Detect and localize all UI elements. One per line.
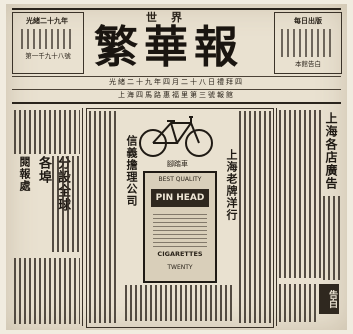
left-column-text-block-1 [14,110,80,154]
pack-header: BEST QUALITY [158,176,202,183]
masthead-left-box-top: 光緒二十九年 [26,16,68,25]
top-border [12,8,341,10]
bicycle-label: 腳踏車 [167,160,188,168]
dateline: 光緒二十九年四月二十八日禮拜四 [109,78,244,86]
left-column-heading-2: 閱報處 [18,156,31,192]
right-column-heading: 上海各店廣告 [324,112,338,190]
pack-artwork [153,213,207,247]
masthead-right-box-lines [281,29,335,57]
right-column-text-block [279,110,321,278]
pack-label: CIGARETTES [157,250,203,258]
advert-right-vertical: 上海老牌洋行 [225,149,238,221]
advert-left-vertical: 信義擔理公司 [125,135,138,207]
advert-right-text [239,111,271,323]
newspaper-page: 光緒二十九年 第一千九十八號 世界 繁華報 每日出版 本館告白 光緒二十九年四月… [6,4,347,330]
masthead-world-label: 世界 [146,11,196,24]
advert-bottom-text [125,285,235,321]
masthead-right-box: 每日出版 本館告白 [274,12,342,74]
right-column-text-block-3 [279,284,317,322]
subheader-rule [12,102,341,104]
left-column: 分設全球各埠 閱報處 [12,108,83,326]
masthead-right-box-mid: 本館告白 [295,60,321,68]
right-column-text-block-2 [323,196,341,280]
left-column-text-block-2 [52,156,80,252]
masthead-left-box: 光緒二十九年 第一千九十八號 [12,12,84,74]
dateline-rule-top [12,76,341,77]
left-column-text-block-3 [14,258,80,324]
subheader: 上海四馬路惠福里第三號報館 [118,91,235,99]
masthead-left-box-mid: 第一千九十八號 [25,52,71,60]
pack-bottom: TWENTY [167,264,193,271]
dateline-rule-bottom [12,89,341,90]
masthead-title: 繁華報 [94,22,244,73]
right-column: 上海各店廣告 告白 [276,108,342,326]
advert-panel: 信義擔理公司 腳踏車 BEST QUALITY PIN HEAD CIGARET… [86,108,274,328]
cigarette-pack-icon: BEST QUALITY PIN HEAD CIGARETTES TWENTY [143,171,217,283]
bicycle-icon [139,116,213,157]
right-column-bottom-box: 告白 [319,284,339,314]
masthead-left-box-lines [21,29,75,49]
pack-brand: PIN HEAD [151,189,209,207]
masthead-right-box-top: 每日出版 [294,16,322,25]
advert-left-text [89,111,119,323]
